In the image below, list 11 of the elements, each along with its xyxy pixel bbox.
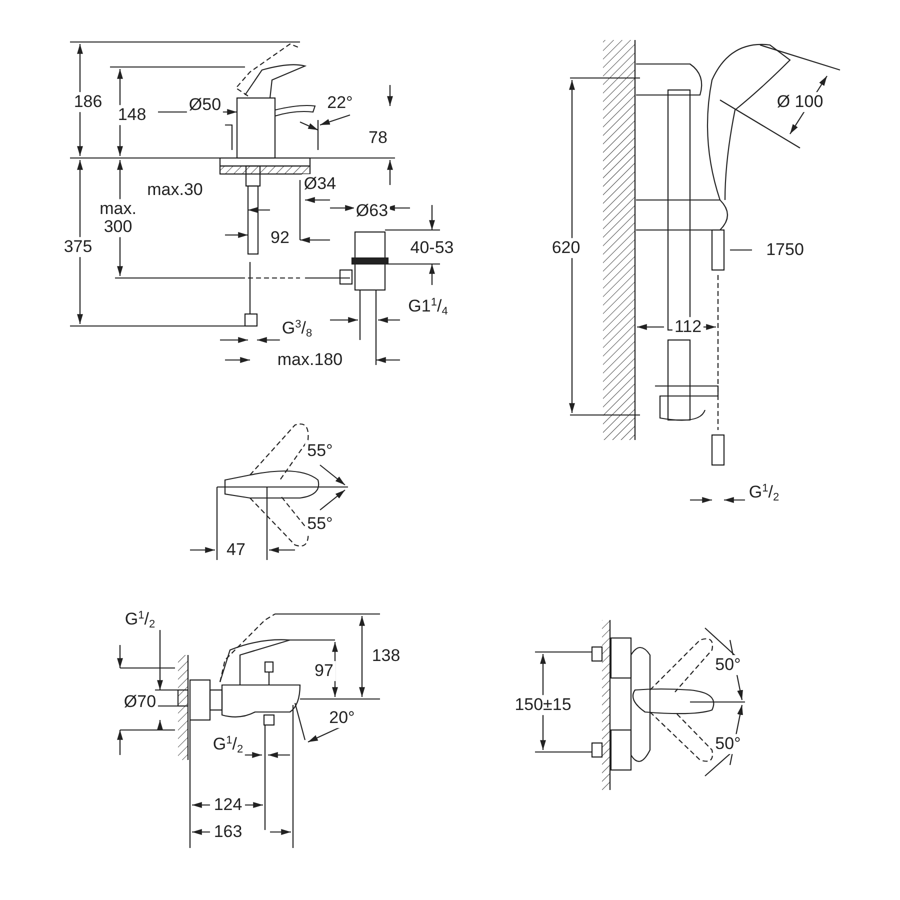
dimension-label: 620 [550, 238, 582, 258]
dimension-label: G$^{1}$/$_{2}$ [210, 734, 246, 758]
dimension-label: 50° [713, 734, 743, 754]
dimension-label: Ø50 [186, 95, 224, 115]
dimension-label: 97 [312, 661, 336, 681]
dimension-label: 55° [305, 514, 335, 534]
dimension-label: Ø 100 [774, 92, 826, 112]
dimension-label: 20° [327, 708, 357, 728]
dimension-label: 50° [713, 655, 743, 675]
dimension-label: 375 [62, 237, 94, 257]
dimension-label: G$^{3}$/$_{8}$ [280, 318, 314, 342]
